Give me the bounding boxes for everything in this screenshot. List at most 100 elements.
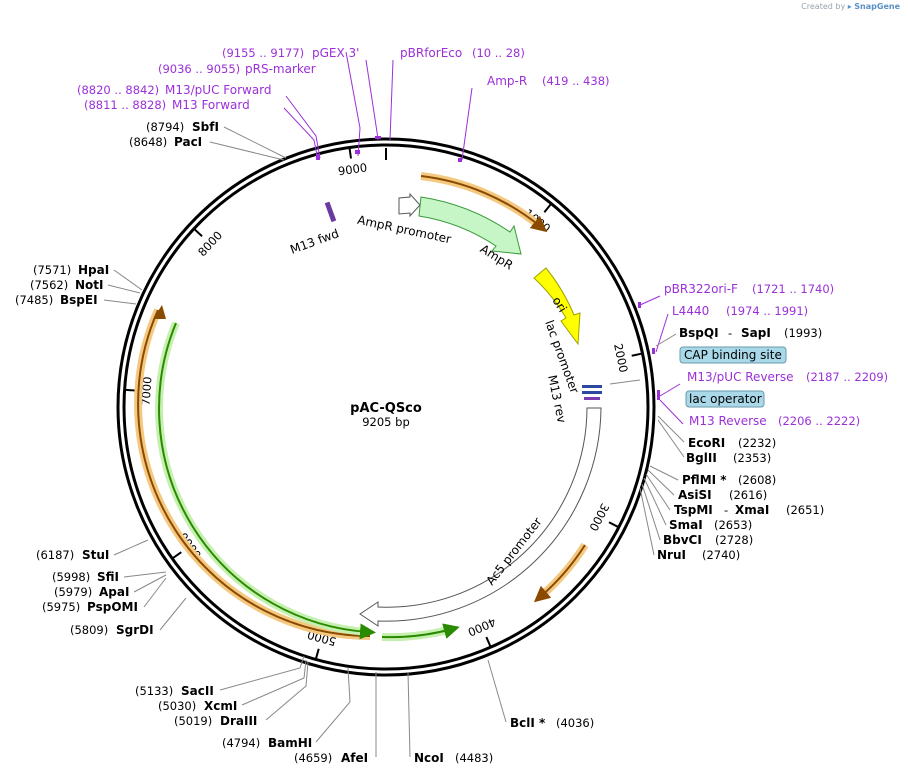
enzyme-bspqi-sep: -	[728, 326, 732, 340]
enzyme-asisi-pos: (2616)	[729, 488, 767, 502]
enzyme-nrui-pos: (2740)	[702, 548, 740, 562]
enzyme-bbvci-name: BbvCI	[663, 533, 702, 547]
enzyme-noti-name: NotI	[75, 278, 104, 292]
primer-ampr-pos: (419 .. 438)	[542, 74, 610, 88]
enzyme-hpai-name: HpaI	[78, 263, 109, 277]
enzyme-noti-pos: (7562)	[30, 278, 68, 292]
primer-labels: (9155 .. 9177) pGEX 3' (9036 .. 9055) pR…	[77, 46, 888, 428]
primer-l4440-pos: (1974 .. 1991)	[726, 304, 808, 318]
primer-m13puc-rev-pos: (2187 .. 2209)	[806, 370, 888, 384]
enzyme-bbvci-pos: (2728)	[715, 533, 753, 547]
enzyme-tspmi-pos: (2651)	[786, 503, 824, 517]
enzyme-bcli-name: BclI *	[510, 716, 546, 730]
enzyme-tspmi-sep: -	[724, 503, 728, 517]
enzyme-asisi-name: AsiSI	[678, 488, 712, 502]
enzyme-afei-pos: (4659)	[294, 751, 332, 765]
primer-l4440-name: L4440	[672, 304, 709, 318]
enzyme-sgrdi-name: SgrDI	[116, 623, 154, 637]
enzyme-stui-pos: (6187)	[36, 548, 74, 562]
primer-m13puc-fwd-pos: (8820 .. 8842)	[77, 83, 159, 97]
enzyme-bspqi-pos: (1993)	[784, 326, 822, 340]
cap-binding-site-label: CAP binding site	[684, 348, 782, 362]
feature-label-m13-fwd: M13 fwd	[288, 226, 341, 257]
tick-mark	[172, 551, 182, 559]
lac-operator-box: lac operator	[685, 390, 765, 408]
green-arrows	[155, 321, 460, 642]
enzyme-sfii-pos: (5998)	[52, 570, 90, 584]
outer-orf-arrows	[134, 172, 589, 640]
enzyme-pspomi-name: PspOMI	[87, 600, 138, 614]
ampr-feature	[418, 196, 522, 255]
tick-label: 9000	[337, 160, 368, 178]
cap-binding-site-box: CAP binding site	[679, 346, 787, 364]
enzyme-apai-name: ApaI	[99, 585, 129, 599]
m13-fwd-feature	[324, 201, 337, 223]
enzyme-pflmi-pos: (2608)	[738, 473, 776, 487]
enzyme-bspqi-name: BspQI	[679, 326, 719, 340]
orf-arrow-top-line	[420, 175, 548, 233]
enzyme-leaders	[103, 126, 685, 758]
enzyme-draiii-pos: (5019)	[174, 714, 212, 728]
primer-pbr322-name: pBR322ori-F	[664, 282, 738, 296]
enzyme-nrui-name: NruI	[657, 548, 686, 562]
ac5-promoter-feature	[359, 407, 602, 627]
enzyme-smai-name: SmaI	[669, 518, 703, 532]
green-arrow-bottom-line	[381, 623, 460, 639]
enzyme-hpai-pos: (7571)	[33, 263, 71, 277]
primer-m13puc-fwd-name: M13/pUC Forward	[165, 83, 272, 97]
tick-mark	[125, 388, 136, 392]
enzyme-ncoi-name: NcoI	[414, 751, 444, 765]
enzyme-xcmi-pos: (5030)	[158, 699, 196, 713]
primer-pbrfor-pos: (10 .. 28)	[472, 46, 525, 60]
enzyme-bspei-pos: (7485)	[15, 293, 53, 307]
primer-m13-rev-name: M13 Reverse	[689, 414, 767, 428]
enzyme-smai-pos: (2653)	[714, 518, 752, 532]
snapgene-watermark: Created by ▸ SnapGene	[801, 2, 900, 11]
ori-feature	[533, 267, 581, 346]
primer-m13-rev-pos: (2206 .. 2222)	[778, 414, 860, 428]
watermark-brand: SnapGene	[854, 2, 900, 11]
lac-operator-mark	[582, 385, 602, 388]
tick-mark	[348, 148, 352, 159]
tick-mark	[194, 228, 203, 237]
enzyme-sacii-name: SacII	[181, 684, 214, 698]
enzyme-apai-pos: (5979)	[54, 585, 92, 599]
feature-arrows	[324, 192, 602, 627]
enzyme-bcli-pos: (4036)	[556, 716, 594, 730]
primer-ampr-name: Amp-R	[487, 74, 527, 88]
enzyme-draiii-name: DraIII	[220, 714, 257, 728]
tick-mark	[631, 352, 642, 357]
enzyme-xmai-name: XmaI	[735, 503, 769, 517]
feature-labels: AmpR promoter AmpR ori lac promoter M13 …	[288, 213, 581, 588]
primer-prs-pos: (9036 .. 9055)	[158, 62, 240, 76]
enzyme-ncoi-pos: (4483)	[455, 751, 493, 765]
primer-m13-fwd-pos: (8811 .. 8828)	[84, 98, 166, 112]
primer-pgex-name: pGEX 3'	[312, 46, 359, 60]
tick-mark	[608, 521, 619, 528]
enzyme-ecori-name: EcoRI	[688, 436, 725, 450]
watermark-prefix: Created by	[801, 2, 846, 11]
orf-arrow-right	[537, 542, 589, 601]
lac-operator-mark-2	[582, 391, 602, 394]
green-arrow-left-line	[158, 322, 376, 640]
tick-label: 3000	[586, 501, 612, 533]
primer-m13puc-rev-name: M13/pUC Reverse	[687, 370, 794, 384]
enzyme-sbfi-name: SbfI	[192, 120, 219, 134]
enzyme-bamhi-name: BamHI	[268, 736, 312, 750]
enzyme-sapi-name: SapI	[741, 326, 771, 340]
enzyme-tspmi-name: TspMI	[674, 503, 713, 517]
enzyme-bspei-name: BspEI	[60, 293, 98, 307]
enzyme-sgrdi-pos: (5809)	[70, 623, 108, 637]
primer-pgex-pos: (9155 .. 9177)	[222, 46, 304, 60]
primer-pbrfor-name: pBRforEco	[400, 46, 462, 60]
primer-prs-name: pRS-marker	[245, 62, 316, 76]
tick-label: 4000	[466, 615, 498, 640]
tick-mark	[485, 636, 492, 647]
orf-arrow-right-line	[533, 544, 586, 603]
enzyme-pspomi-pos: (5975)	[42, 600, 80, 614]
enzyme-sfii-name: SfiI	[97, 570, 119, 584]
orf-arrow-left-head	[153, 305, 166, 319]
primer-pbr322-pos: (1721 .. 1740)	[752, 282, 834, 296]
enzyme-paci-name: PacI	[174, 135, 202, 149]
